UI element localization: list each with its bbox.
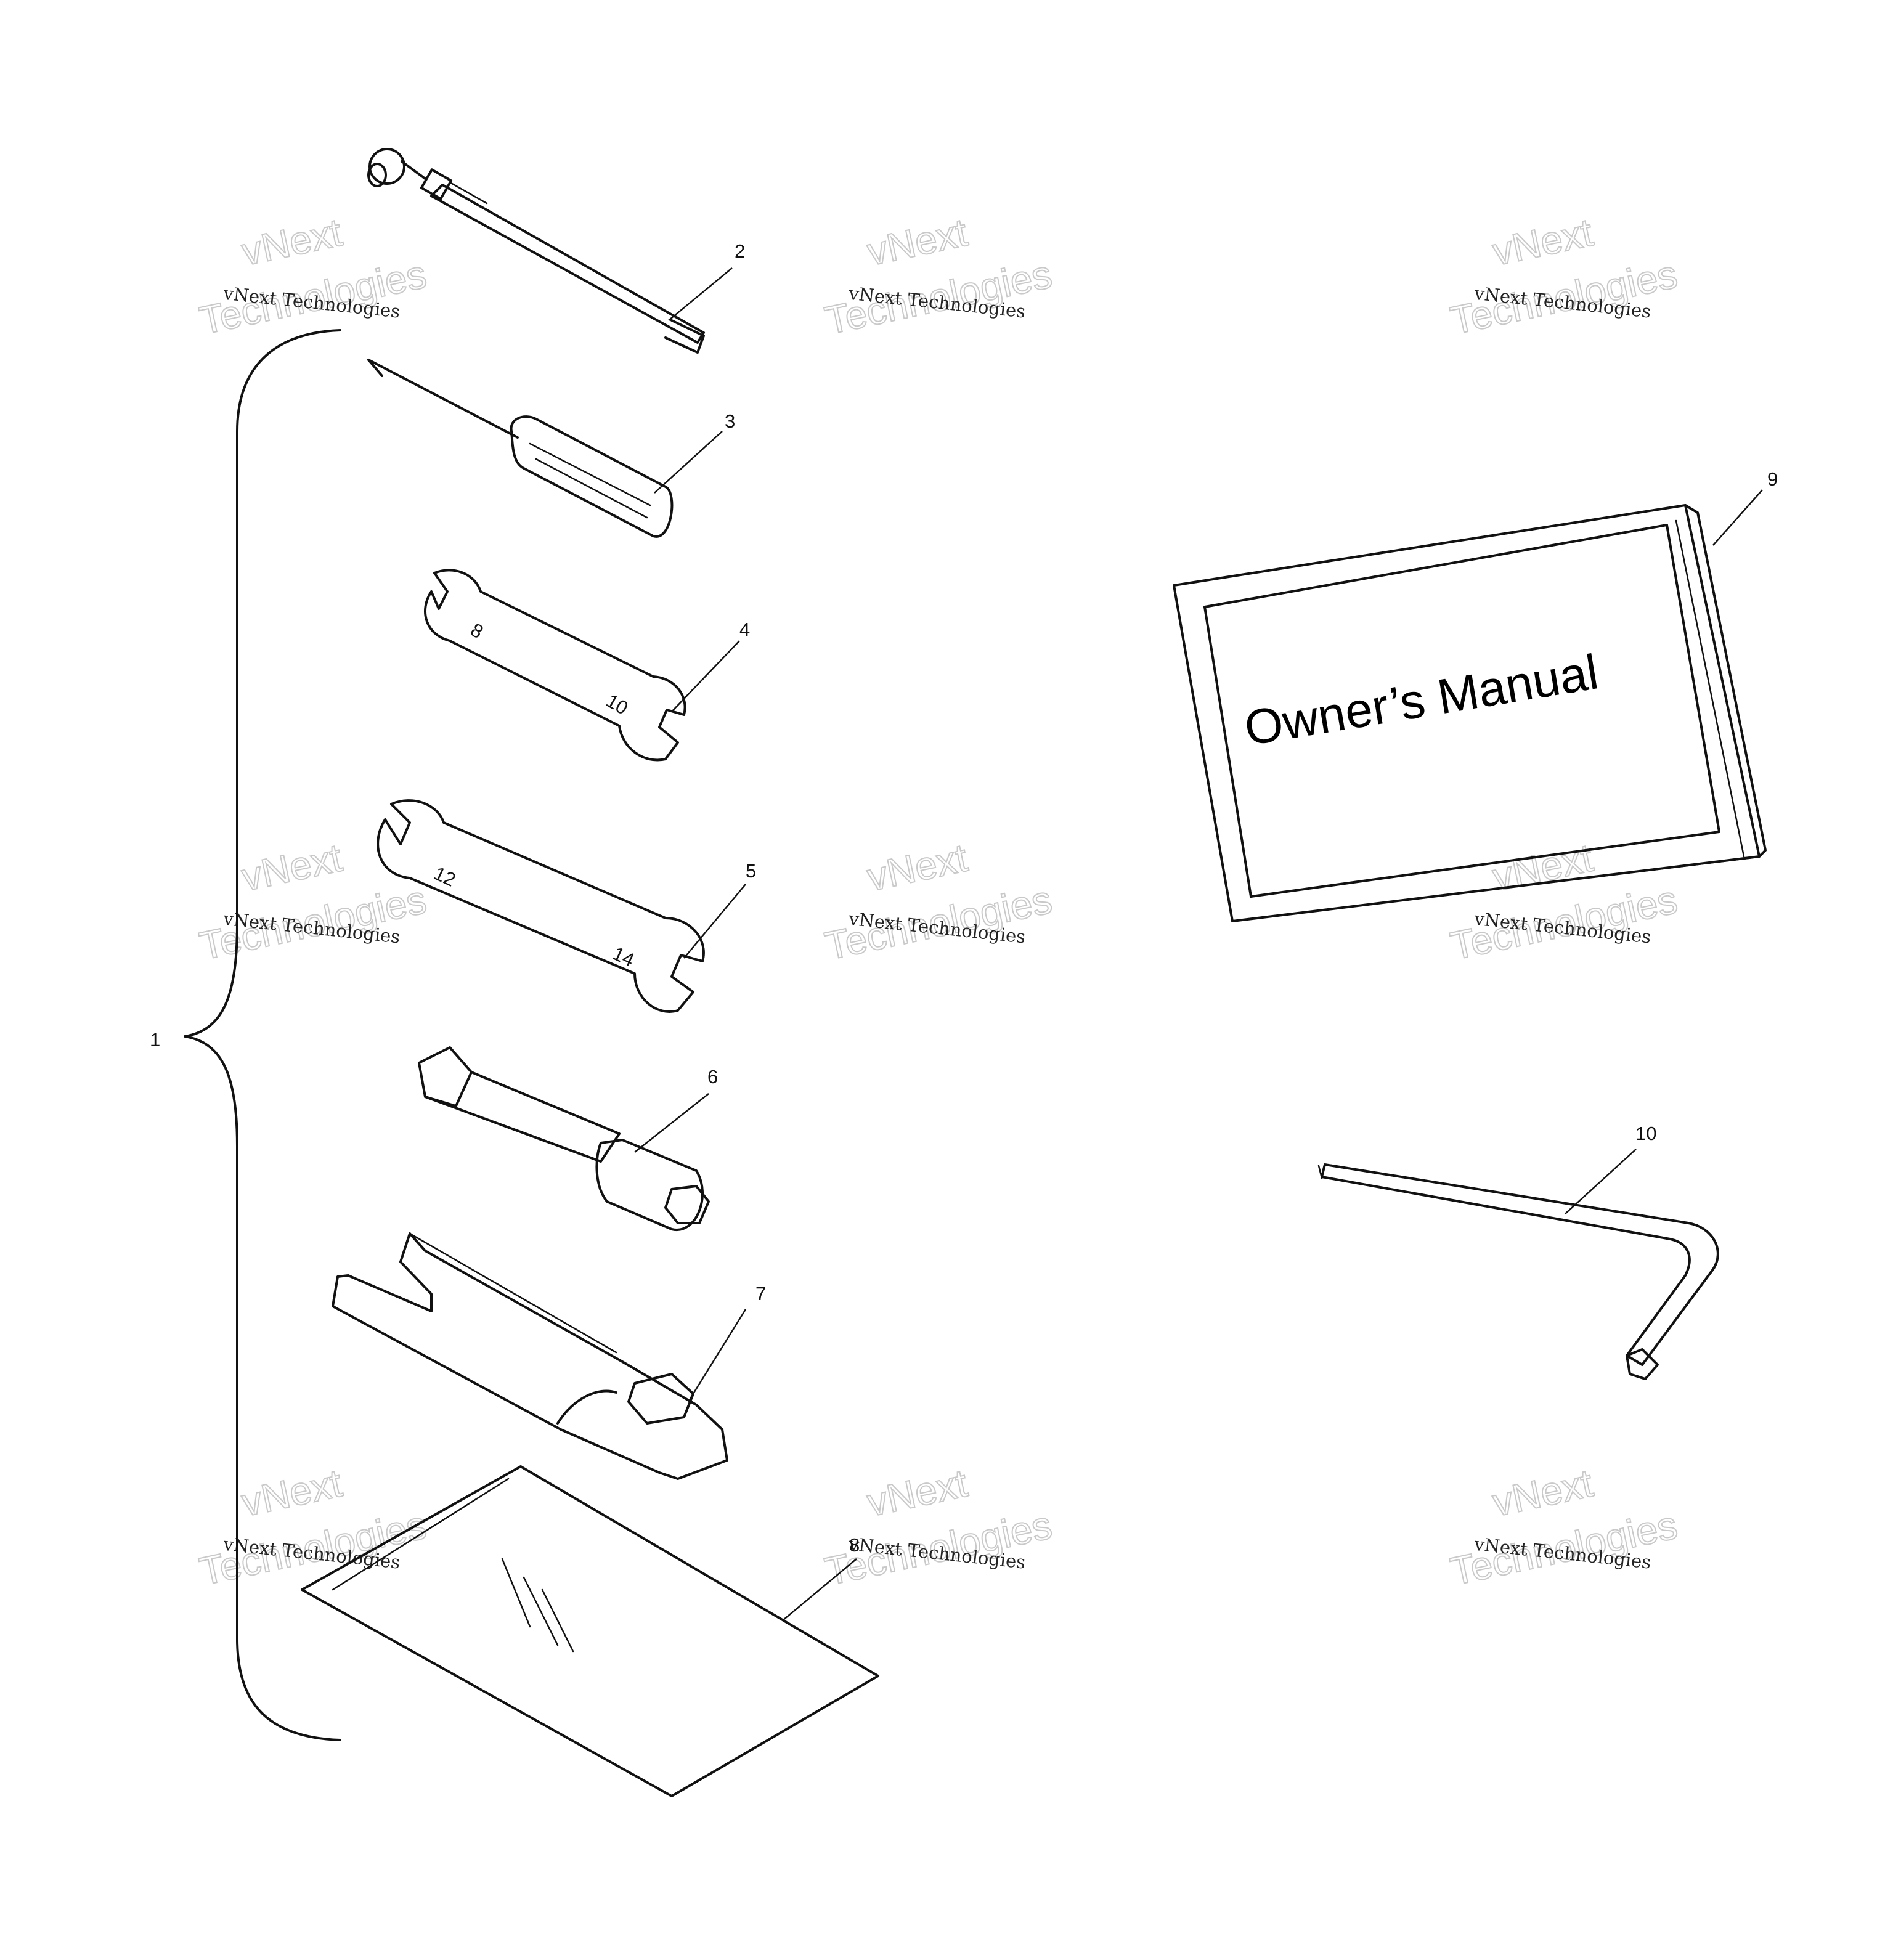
watermark-line1: vNext: [1489, 1460, 1597, 1524]
leader-10: [1565, 1149, 1637, 1214]
spark-plug-socket[interactable]: [418, 1046, 710, 1232]
leader-6: [634, 1093, 709, 1153]
callout-10: 10: [1635, 1123, 1656, 1144]
watermark-line1: vNext: [863, 209, 971, 274]
owners-manual[interactable]: Owner’s Manual: [1173, 504, 1767, 922]
spanner-holder[interactable]: [332, 1232, 728, 1480]
watermark-line1: vNext: [238, 1460, 346, 1524]
watermark: vNext Technologies vNext Technologies: [821, 1460, 1056, 1594]
watermark: vNext Technologies vNext Technologies: [195, 209, 431, 343]
leader-8: [782, 1558, 857, 1621]
callout-6: 6: [707, 1066, 718, 1088]
tire-pressure-gauge[interactable]: [367, 148, 705, 354]
callout-4: 4: [739, 619, 750, 640]
leader-2: [668, 267, 733, 321]
small-wrench[interactable]: 8 10: [424, 569, 686, 762]
leader-5: [683, 884, 746, 959]
leader-3: [654, 431, 723, 494]
watermark-line1: vNext: [863, 835, 971, 899]
leader-4: [671, 640, 740, 712]
manual-title: Owner’s Manual: [1240, 644, 1602, 755]
leader-9: [1712, 489, 1763, 546]
watermark: vNext Technologies vNext Technologies: [1446, 1460, 1682, 1594]
leader-lines: [634, 267, 1763, 1621]
watermark: vNext Technologies vNext Technologies: [195, 1460, 431, 1594]
watermark-line1: vNext: [863, 1460, 971, 1524]
watermark-line1: vNext: [238, 835, 346, 899]
watermark: vNext Technologies vNext Technologies: [1446, 834, 1682, 969]
wrench-marking-small-b: 10: [603, 689, 632, 719]
callout-1: 1: [150, 1029, 160, 1051]
watermark: vNext Technologies vNext Technologies: [195, 834, 431, 969]
callout-9: 9: [1767, 468, 1778, 490]
watermark-line1: vNext: [1489, 835, 1597, 899]
watermark-grid: vNext Technologies vNext Technologies vN…: [195, 209, 1682, 1594]
watermark-line1: vNext: [238, 209, 346, 274]
screwdriver[interactable]: [367, 359, 674, 538]
watermark: vNext Technologies vNext Technologies: [1446, 209, 1682, 343]
wrench-marking-small-a: 8: [467, 619, 487, 643]
watermark-line1: vNext: [1489, 209, 1597, 274]
wrench-marking-large-b: 14: [609, 942, 638, 970]
callout-7: 7: [755, 1283, 766, 1304]
leader-7: [689, 1309, 747, 1399]
callout-labels: 1 2 3 4 5 6 7 8 9 10: [150, 240, 1778, 1556]
tool-kit-brace: [184, 329, 341, 1741]
callout-5: 5: [746, 860, 756, 882]
callout-8: 8: [849, 1534, 860, 1556]
wrench-marking-large-a: 12: [431, 862, 459, 890]
callout-3: 3: [725, 410, 735, 432]
tool-pouch[interactable]: [301, 1465, 879, 1797]
watermark: vNext Technologies vNext Technologies: [821, 834, 1056, 969]
callout-2: 2: [735, 240, 745, 262]
watermark: vNext Technologies vNext Technologies: [821, 209, 1056, 343]
hex-key[interactable]: [1317, 1163, 1719, 1380]
